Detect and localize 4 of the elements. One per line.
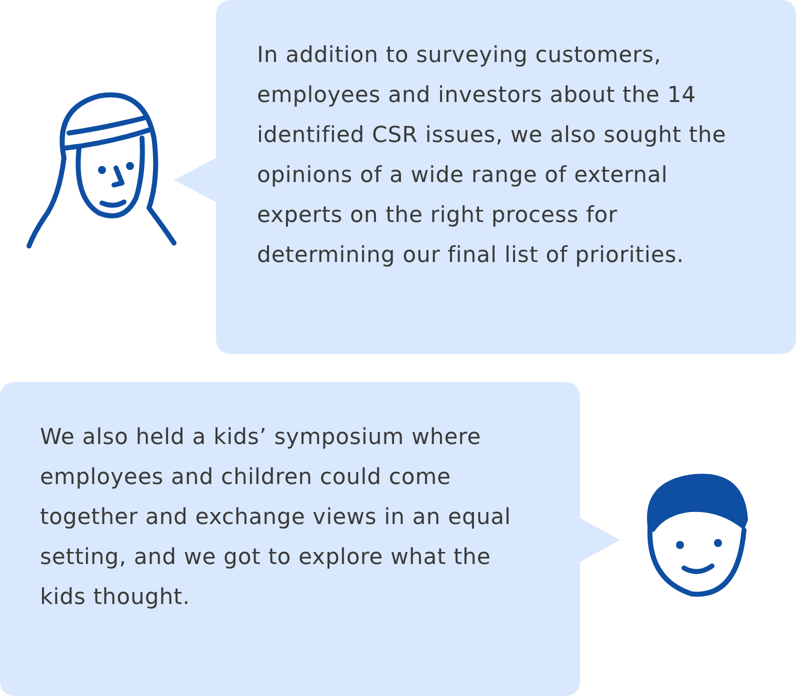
bubble-text: We also held a kids’ symposium where employees and children could come together and exchange views in an equal setting, and we got to explore what the kids thought.	[40, 424, 512, 612]
speech-bubble	[0, 382, 622, 696]
speech-bubble	[172, 0, 796, 354]
bubble-text: In addition to surveying customers, employees and investors about the 14 identified CSR issues, we also sought the opinions of a wide range of external experts on the right process for determining our final list of priorities.	[257, 42, 728, 270]
